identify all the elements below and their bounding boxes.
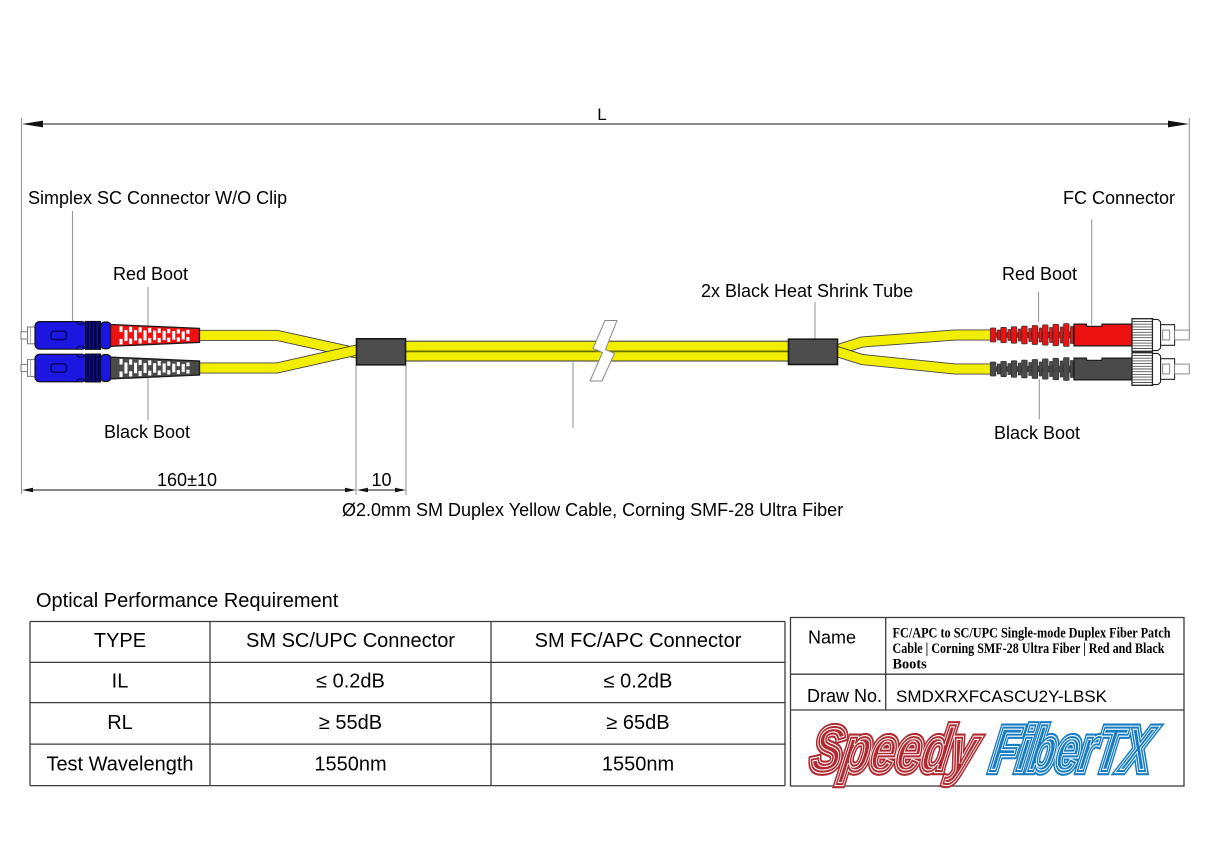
svg-text:Speedy: Speedy <box>807 715 985 784</box>
svg-text:≤ 0.2dB: ≤ 0.2dB <box>604 671 673 693</box>
svg-text:Draw No.: Draw No. <box>807 686 882 706</box>
svg-text:160±10: 160±10 <box>157 470 217 490</box>
svg-text:FC Connector: FC Connector <box>1063 188 1175 208</box>
svg-text:Simplex SC Connector W/O Clip: Simplex SC Connector W/O Clip <box>28 188 287 208</box>
svg-text:≥ 55dB: ≥ 55dB <box>319 712 382 734</box>
svg-text:10: 10 <box>371 470 391 490</box>
svg-text:1550nm: 1550nm <box>602 754 674 776</box>
svg-text:FiberTX: FiberTX <box>987 715 1161 784</box>
svg-text:Test Wavelength: Test Wavelength <box>46 754 193 776</box>
svg-text:Black Boot: Black Boot <box>104 422 190 442</box>
svg-text:Optical Performance Requiremen: Optical Performance Requirement <box>36 590 339 612</box>
svg-text:Red Boot: Red Boot <box>113 264 188 284</box>
svg-text:Boots: Boots <box>893 657 928 673</box>
svg-text:Red Boot: Red Boot <box>1002 264 1077 284</box>
svg-text:Ø2.0mm SM Duplex Yellow Cable,: Ø2.0mm SM Duplex Yellow Cable, Corning S… <box>342 500 843 520</box>
svg-text:Speedy: Speedy <box>807 715 985 784</box>
svg-text:SMDXRXFCASCU2Y-LBSK: SMDXRXFCASCU2Y-LBSK <box>896 687 1108 706</box>
svg-text:Speedy: Speedy <box>807 715 985 784</box>
svg-text:FiberTX: FiberTX <box>987 715 1161 784</box>
svg-text:≥ 65dB: ≥ 65dB <box>606 712 669 734</box>
svg-text:1550nm: 1550nm <box>314 754 386 776</box>
svg-text:FC/APC to SC/UPC Single-mode D: FC/APC to SC/UPC Single-mode Duplex Fibe… <box>893 626 1171 642</box>
svg-text:IL: IL <box>112 671 129 693</box>
svg-text:≤ 0.2dB: ≤ 0.2dB <box>316 671 385 693</box>
svg-text:RL: RL <box>107 712 133 734</box>
svg-text:SM FC/APC Connector: SM FC/APC Connector <box>535 630 742 652</box>
svg-text:Cable | Corning SMF-28 Ultra F: Cable | Corning SMF-28 Ultra Fiber | Red… <box>893 641 1165 657</box>
svg-text:Black Boot: Black Boot <box>994 423 1080 443</box>
svg-text:FiberTX: FiberTX <box>987 715 1161 784</box>
svg-text:2x Black Heat Shrink Tube: 2x Black Heat Shrink Tube <box>701 281 913 301</box>
svg-text:TYPE: TYPE <box>94 630 146 652</box>
svg-text:SM SC/UPC Connector: SM SC/UPC Connector <box>246 630 455 652</box>
svg-text:L: L <box>597 105 606 124</box>
svg-text:Name: Name <box>808 628 856 648</box>
